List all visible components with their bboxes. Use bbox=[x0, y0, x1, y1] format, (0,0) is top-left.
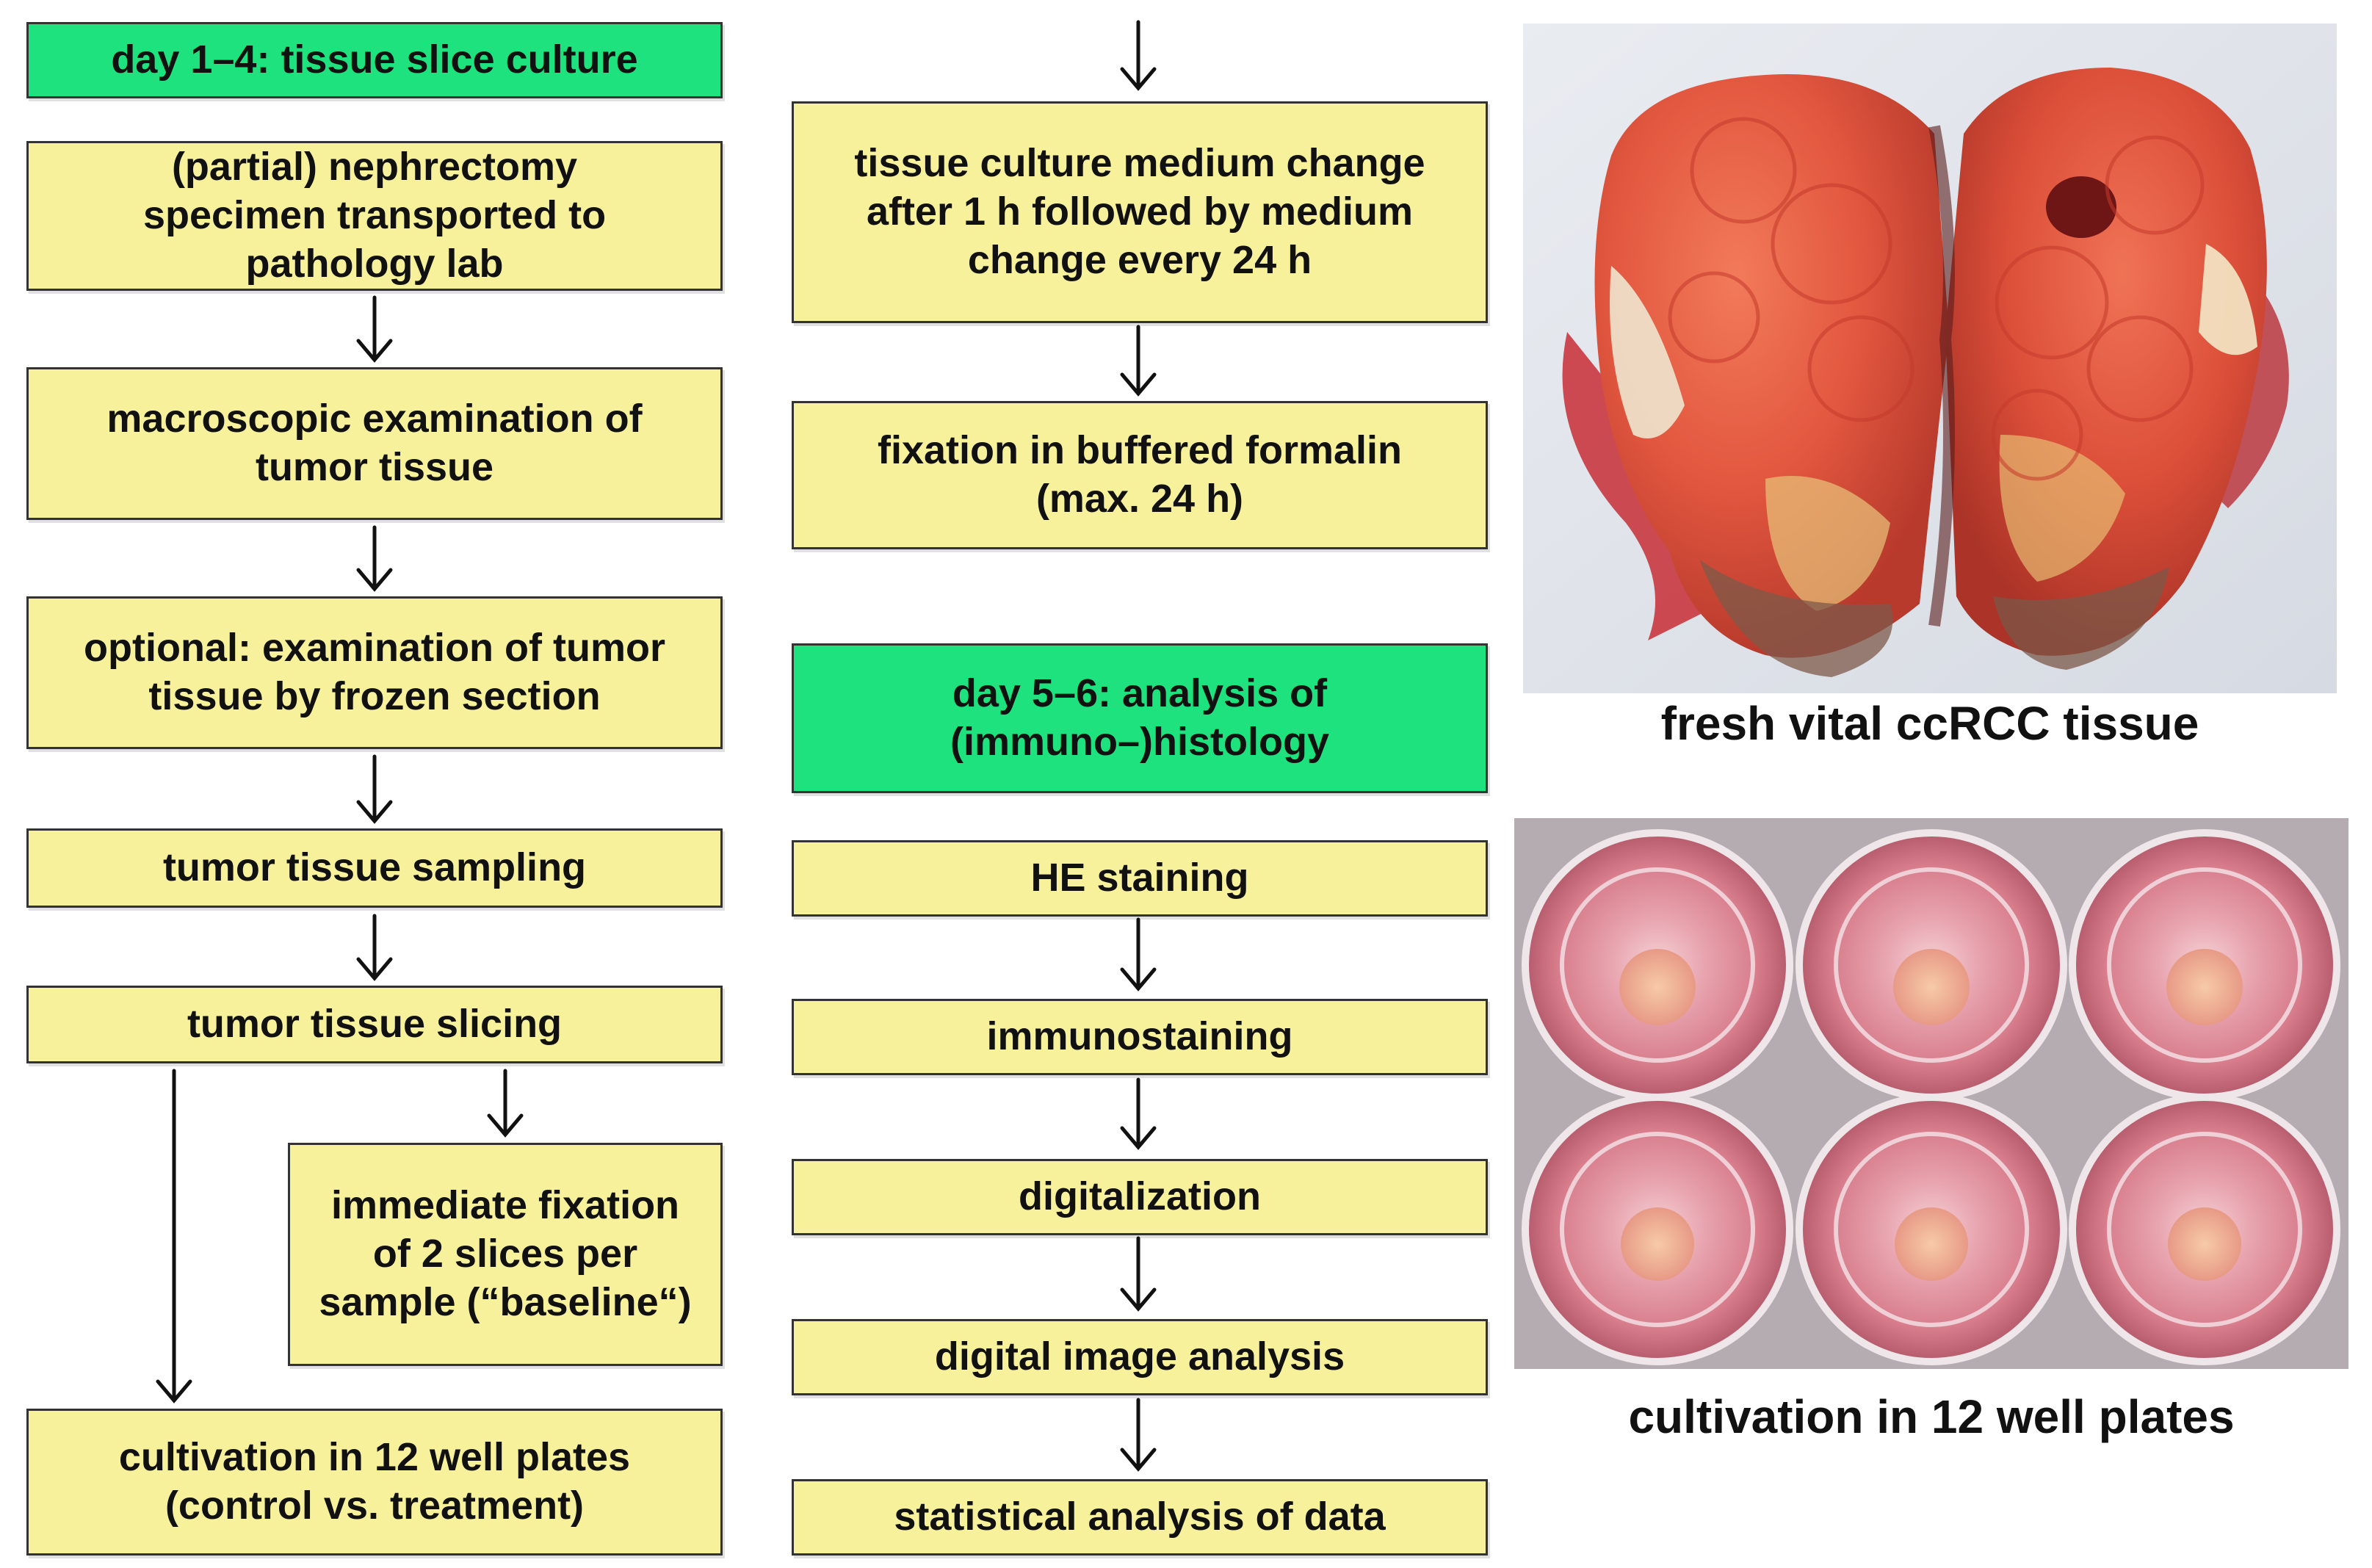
arrow-medium-change-to-fixation bbox=[1120, 325, 1157, 397]
arrow-slicing-to-fixation bbox=[487, 1069, 524, 1138]
step-digital-image-analysis-label: digital image analysis bbox=[934, 1334, 1345, 1379]
arrow-sampling-to-slicing bbox=[356, 914, 393, 981]
step-macroscopic-examination-label: macroscopic examination of tumor tissue bbox=[106, 397, 643, 489]
step-tissue-sampling: tumor tissue sampling bbox=[26, 828, 723, 908]
arrow-nephrectomy-to-macroscopic bbox=[356, 295, 393, 363]
tissue-photo bbox=[1523, 24, 2337, 693]
arrow-immunostaining-to-digitalization bbox=[1120, 1077, 1157, 1150]
step-cultivation-well-plates: cultivation in 12 well plates (control v… bbox=[26, 1409, 723, 1556]
header-analysis-histology-label: day 5–6: analysis of (immuno–)histology bbox=[950, 671, 1329, 764]
step-statistical-analysis: statistical analysis of data bbox=[792, 1479, 1488, 1556]
step-frozen-section: optional: examination of tumor tissue by… bbox=[26, 596, 723, 749]
step-digital-image-analysis: digital image analysis bbox=[792, 1319, 1488, 1395]
arrow-slicing-to-cultivation bbox=[156, 1069, 192, 1403]
arrow-into-medium-change bbox=[1120, 20, 1157, 91]
step-tissue-slicing-label: tumor tissue slicing bbox=[187, 1002, 563, 1047]
step-medium-change: tissue culture medium change after 1 h f… bbox=[792, 101, 1488, 323]
step-statistical-analysis-label: statistical analysis of data bbox=[894, 1495, 1386, 1539]
step-cultivation-well-plates-label: cultivation in 12 well plates (control v… bbox=[118, 1435, 631, 1528]
step-immediate-fixation: immediate fixation of 2 slices per sampl… bbox=[288, 1143, 723, 1366]
header-tissue-slice-culture-label: day 1–4: tissue slice culture bbox=[111, 37, 638, 82]
step-digitalization: digitalization bbox=[792, 1159, 1488, 1235]
tissue-photo-image bbox=[1523, 24, 2337, 693]
arrow-he-to-immunostaining bbox=[1120, 917, 1157, 991]
well-plate-photo bbox=[1514, 818, 2349, 1369]
step-formalin-fixation: fixation in buffered formalin (max. 24 h… bbox=[792, 401, 1488, 549]
well-plate-photo-caption: cultivation in 12 well plates bbox=[1628, 1390, 2235, 1443]
step-he-staining-label: HE staining bbox=[1030, 856, 1249, 900]
step-immediate-fixation-label: immediate fixation of 2 slices per sampl… bbox=[319, 1183, 692, 1324]
arrow-image-analysis-to-statistics bbox=[1120, 1398, 1157, 1472]
step-nephrectomy: (partial) nephrectomy specimen transport… bbox=[26, 141, 723, 291]
well-grid bbox=[1522, 829, 2340, 1365]
step-medium-change-label: tissue culture medium change after 1 h f… bbox=[854, 141, 1425, 282]
header-tissue-slice-culture: day 1–4: tissue slice culture bbox=[26, 22, 723, 98]
well-plate-photo-image bbox=[1514, 818, 2349, 1369]
step-he-staining: HE staining bbox=[792, 840, 1488, 917]
step-tissue-slicing: tumor tissue slicing bbox=[26, 986, 723, 1063]
step-digitalization-label: digitalization bbox=[1019, 1174, 1261, 1219]
step-immunostaining-label: immunostaining bbox=[986, 1014, 1293, 1059]
header-analysis-histology: day 5–6: analysis of (immuno–)histology bbox=[792, 643, 1488, 793]
step-immunostaining: immunostaining bbox=[792, 999, 1488, 1075]
arrow-frozen-to-sampling bbox=[356, 754, 393, 824]
arrow-macroscopic-to-frozen bbox=[356, 525, 393, 592]
step-frozen-section-label: optional: examination of tumor tissue by… bbox=[84, 626, 665, 718]
step-nephrectomy-label: (partial) nephrectomy specimen transport… bbox=[142, 145, 607, 286]
tissue-photo-caption: fresh vital ccRCC tissue bbox=[1660, 697, 2199, 750]
arrow-digitalization-to-image-analysis bbox=[1120, 1236, 1157, 1312]
step-tissue-sampling-label: tumor tissue sampling bbox=[162, 845, 587, 890]
step-macroscopic-examination: macroscopic examination of tumor tissue bbox=[26, 367, 723, 520]
step-formalin-fixation-label: fixation in buffered formalin (max. 24 h… bbox=[877, 428, 1403, 521]
